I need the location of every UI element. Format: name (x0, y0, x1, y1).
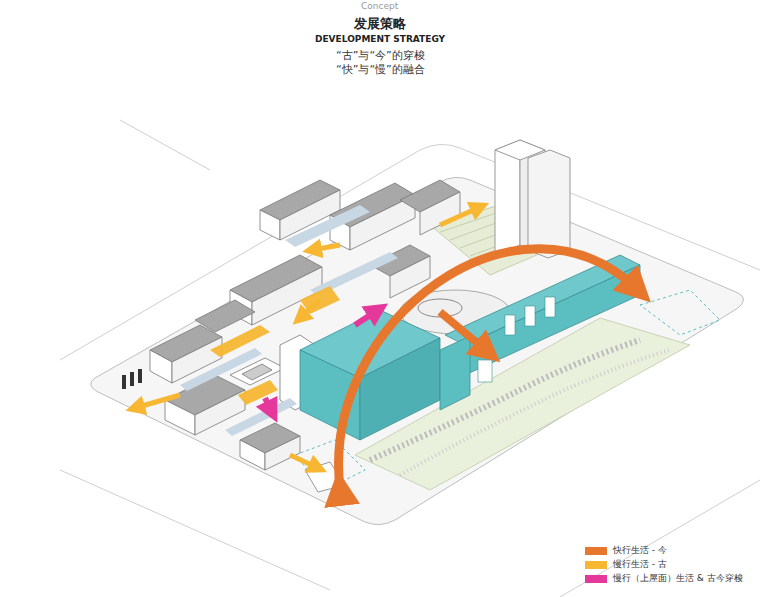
legend-swatch (585, 547, 607, 555)
subtitle-line: “快”与“慢”的融合 (336, 62, 425, 77)
mall (300, 255, 640, 440)
subtitle-en: DEVELOPMENT STRATEGY (315, 34, 445, 44)
legend-text: 慢行（上屋面）生活 & 古今穿梭 (613, 572, 743, 585)
legend-text: 慢行生活 - 古 (613, 558, 667, 571)
legend-row: 慢行（上屋面）生活 & 古今穿梭 (585, 572, 743, 585)
legend-row: 快行生活 - 今 (585, 544, 667, 557)
fast-arrow (440, 312, 488, 352)
legend-swatch (585, 561, 607, 569)
road-lines (60, 120, 760, 597)
old-houses (150, 180, 460, 470)
parking (122, 369, 142, 389)
legend-text: 快行生活 - 今 (613, 544, 667, 557)
fast-arc (339, 249, 638, 488)
site-boundary (91, 177, 744, 524)
legend-swatch (585, 575, 607, 583)
concept-label: Concept (361, 1, 398, 11)
roof-arrows (265, 310, 378, 412)
title: 发展策略 (354, 15, 406, 33)
mall-windows (478, 297, 555, 382)
dashed-zone (640, 290, 720, 335)
slow-arrows (135, 207, 480, 468)
legend-row: 慢行生活 - 古 (585, 558, 667, 571)
subtitle-line: “古”与“今”的穿梭 (336, 48, 425, 63)
tower (495, 140, 570, 258)
